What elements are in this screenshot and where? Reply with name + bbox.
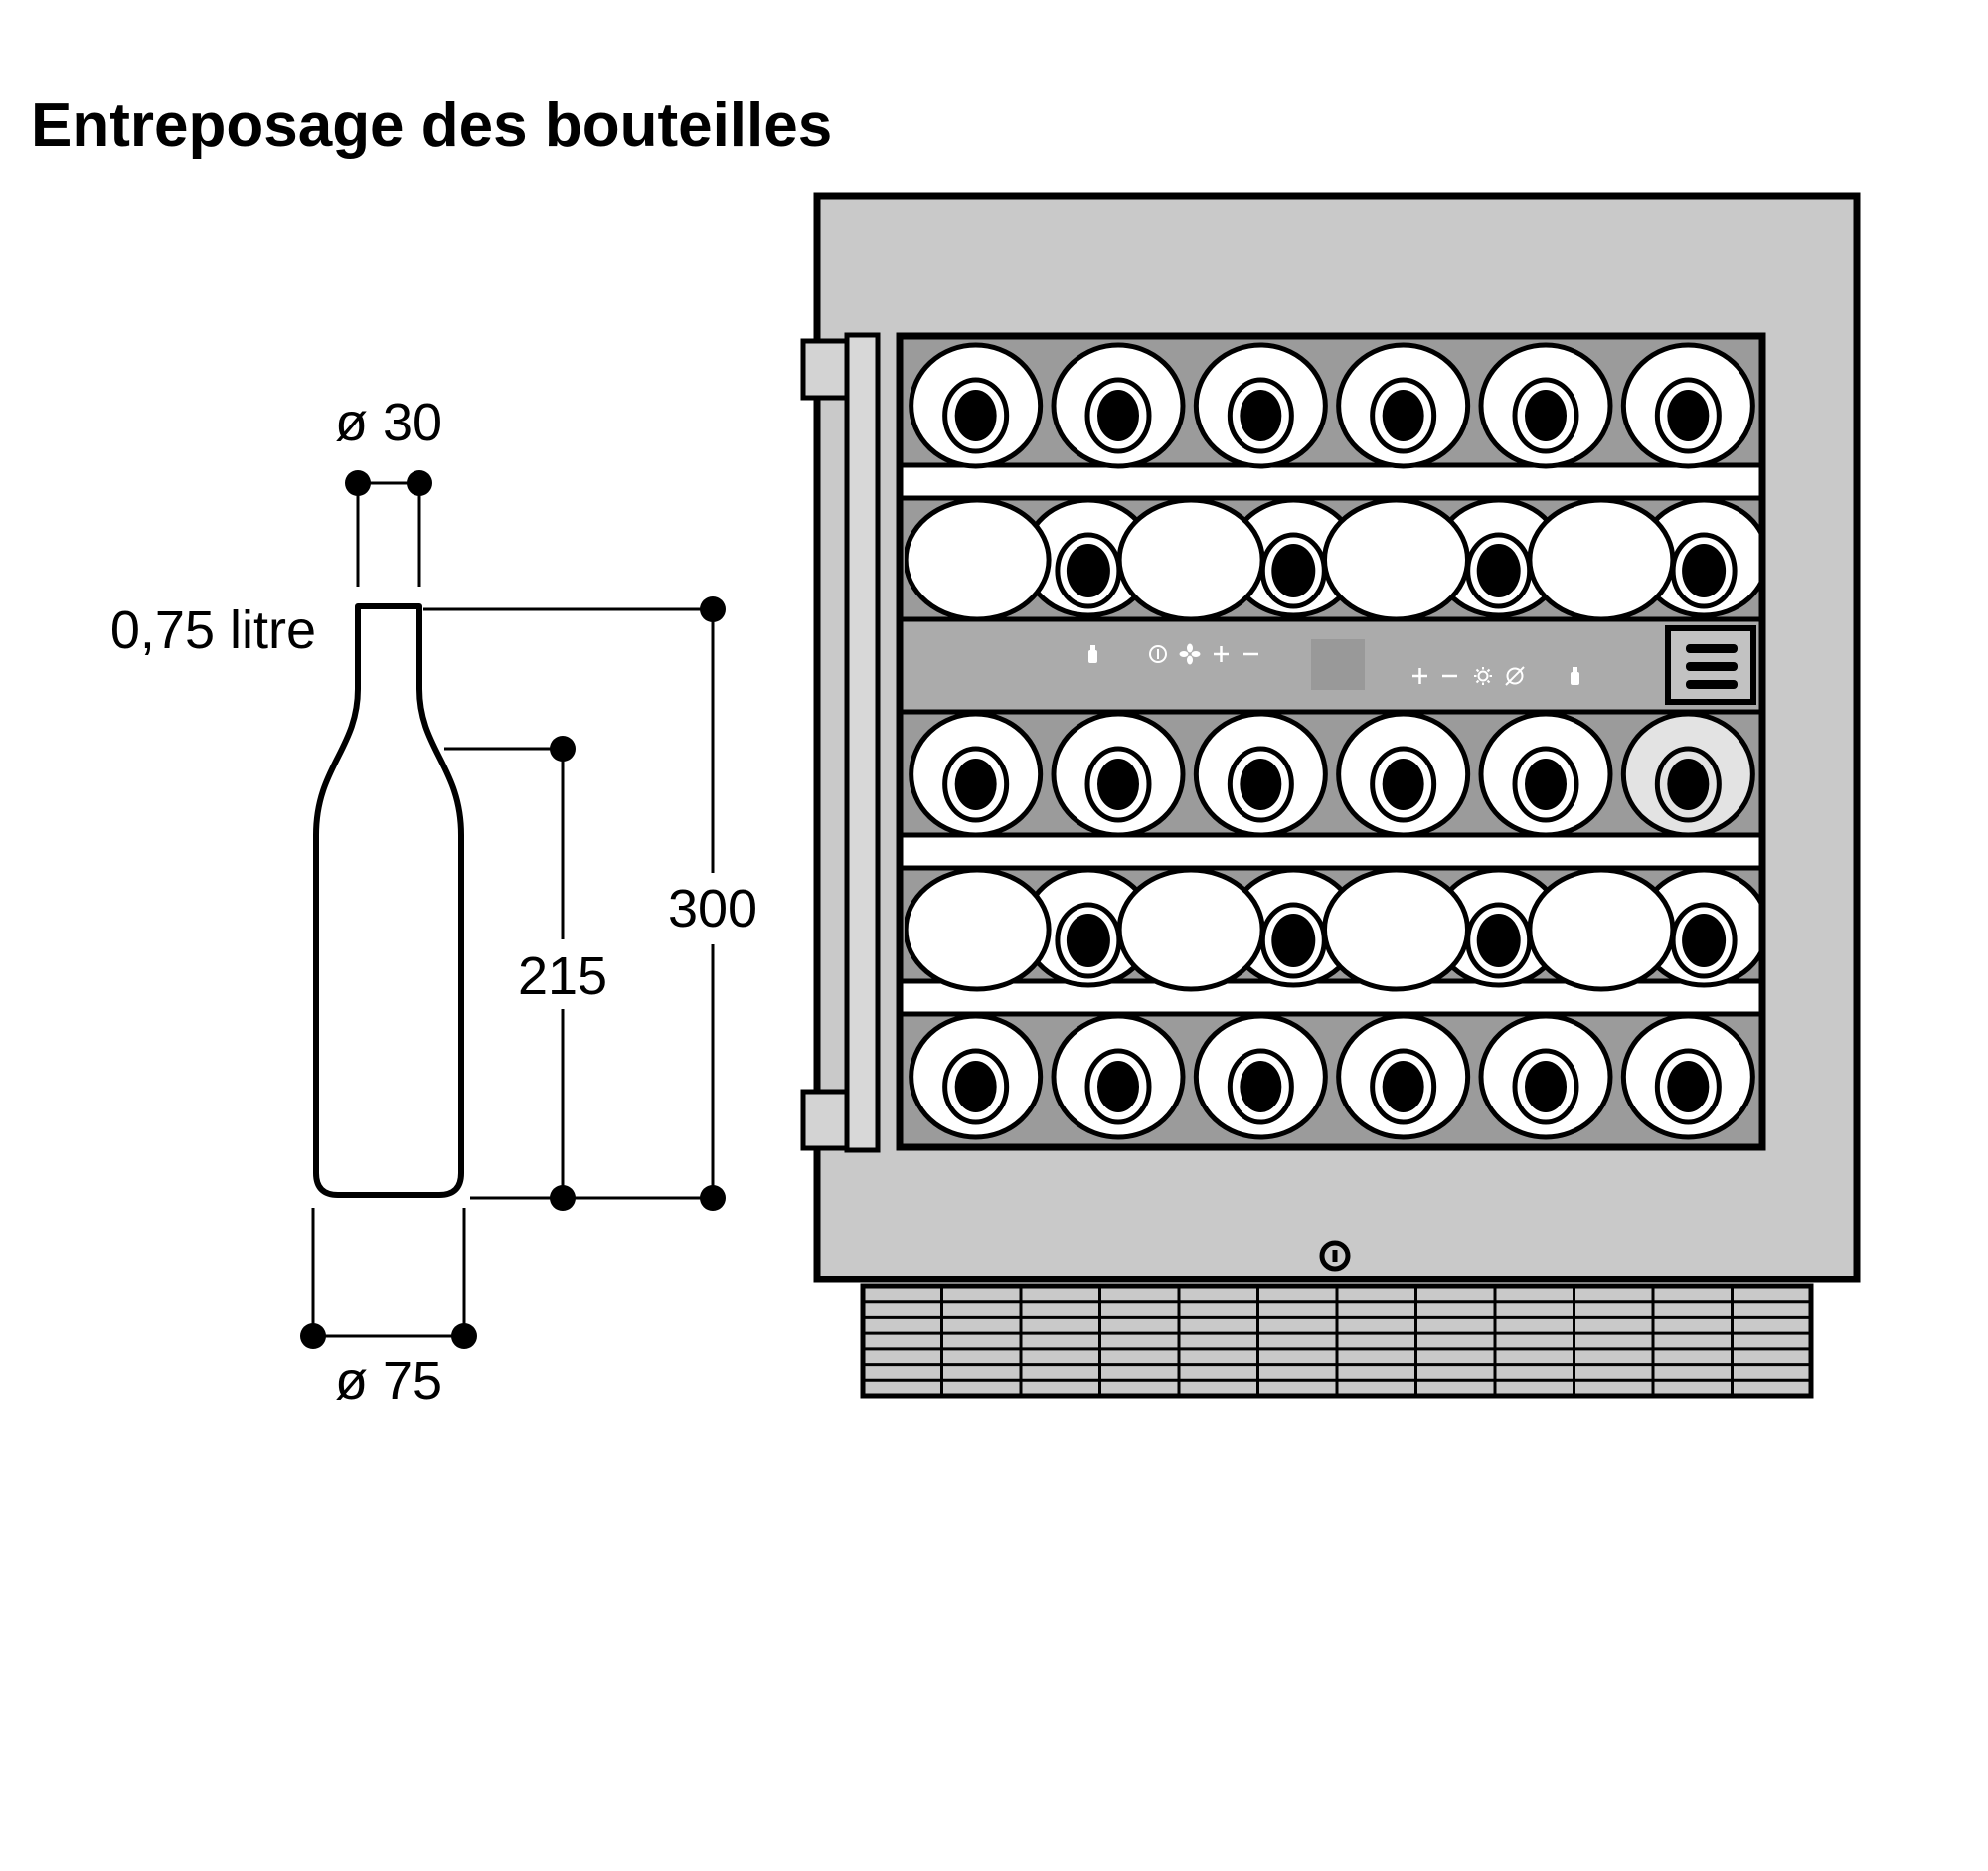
defrost-off-icon xyxy=(1505,666,1525,686)
neck-diameter-dimension xyxy=(356,481,421,587)
wine-bottle-outline xyxy=(313,603,464,1198)
light-icon xyxy=(1474,667,1492,685)
glass-door-frame xyxy=(896,332,1766,1151)
bottle-head-out xyxy=(1478,1013,1613,1140)
bottle-head-out xyxy=(1193,711,1328,838)
bottle-head-out xyxy=(909,342,1044,469)
bottle-head-out xyxy=(909,1013,1044,1140)
bottle-base-out xyxy=(905,497,1052,622)
bottle-base-out xyxy=(1322,867,1470,992)
dimension-dot xyxy=(550,736,576,762)
body-diameter-label: ø 75 xyxy=(335,1351,442,1411)
bottle-row xyxy=(905,497,1759,622)
bottle-head-out xyxy=(1336,711,1471,838)
dimension-dot xyxy=(345,470,371,496)
door-handle xyxy=(844,332,881,1153)
bottle-icon xyxy=(1571,667,1579,685)
bottle-head-out xyxy=(1193,1013,1328,1140)
bottle-head-out xyxy=(1193,342,1328,469)
bottle-row xyxy=(905,867,1759,992)
bottle-head-out xyxy=(1478,711,1613,838)
bottle-base-out xyxy=(1322,497,1470,622)
overall-height-label: 300 xyxy=(668,879,757,938)
bottle-base-out xyxy=(1527,497,1676,622)
bottle-head-out xyxy=(1637,867,1759,988)
control-panel xyxy=(900,616,1762,715)
volume-label: 0,75 litre xyxy=(110,600,316,660)
menu-button xyxy=(1665,625,1756,705)
bottle-head-out xyxy=(1478,342,1613,469)
bottle-row xyxy=(909,342,1755,469)
plus-icon xyxy=(1214,646,1229,662)
dimension-dot xyxy=(300,1323,326,1349)
neck-diameter-label: ø 30 xyxy=(335,393,442,452)
bottle-head-out xyxy=(1432,867,1566,988)
panel-right-icons xyxy=(1412,666,1579,686)
page-title: Entreposage des bouteilles xyxy=(31,91,832,160)
fan-icon xyxy=(1179,643,1201,665)
wine-cooler xyxy=(800,192,1861,1399)
handle-bracket-top xyxy=(800,338,853,401)
power-button xyxy=(1319,1240,1351,1272)
menu-icon xyxy=(1686,644,1738,689)
bottle-head-out xyxy=(1620,1013,1755,1140)
dimension-dot xyxy=(407,470,432,496)
bottle-row xyxy=(909,1013,1755,1140)
body-diameter-dimension xyxy=(311,1208,466,1338)
bottle-figure: ø 30 0,75 litre 300 215 ø xyxy=(110,393,757,1411)
bottle-head-out xyxy=(1620,342,1755,469)
bottle-head-out xyxy=(1336,1013,1471,1140)
temperature-display xyxy=(1311,639,1365,690)
shelves xyxy=(900,462,1762,1017)
shoulder-height-label: 215 xyxy=(518,946,607,1006)
plus-icon xyxy=(1412,668,1427,684)
overall-height-dimension xyxy=(423,607,715,1198)
bottle-base-out xyxy=(1116,867,1265,992)
bottle-icon xyxy=(1088,645,1097,663)
bottle-head-out xyxy=(1051,1013,1186,1140)
vent-grille xyxy=(860,1283,1814,1399)
bottle-head-out xyxy=(909,711,1044,838)
power-icon xyxy=(1149,645,1167,663)
shoulder-height-dimension xyxy=(444,747,565,1198)
handle-bracket-bottom xyxy=(800,1089,853,1151)
bottle-rows xyxy=(905,342,1759,1140)
bottle-head-out xyxy=(1051,711,1186,838)
panel-left-icons xyxy=(1088,643,1258,665)
bottle-base-out xyxy=(1527,867,1676,992)
dimension-dot xyxy=(451,1323,477,1349)
bottle-highlighted xyxy=(1620,711,1755,838)
bottle-base-out xyxy=(1116,497,1265,622)
bottle-base-out xyxy=(905,867,1052,992)
bottle-head-out xyxy=(1051,342,1186,469)
dimension-dot xyxy=(700,596,726,622)
bottle-row xyxy=(909,711,1755,838)
bottle-head-out xyxy=(1336,342,1471,469)
